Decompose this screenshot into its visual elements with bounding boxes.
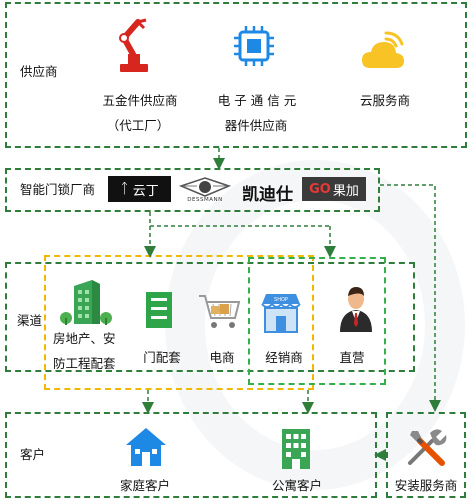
installer-label: 安装服务商 bbox=[394, 478, 458, 493]
supplier-electronics-label: 电 子 通 信 元 bbox=[217, 93, 297, 108]
guojia-prefix: GO bbox=[309, 181, 331, 197]
channel-realestate-label: 房地产、安 bbox=[53, 331, 116, 346]
robot-arm-icon bbox=[114, 16, 154, 74]
chip-icon bbox=[232, 24, 276, 68]
guojia-brand-text: 果加 bbox=[332, 183, 359, 199]
channel-dealer-label: 经销商 bbox=[265, 350, 303, 365]
yunding-logo: ᛏ 云丁 bbox=[108, 176, 171, 202]
supplier-section bbox=[5, 2, 467, 148]
cloud-icon bbox=[360, 30, 406, 72]
cart-icon bbox=[197, 292, 243, 332]
customer-apartment-label: 公寓客户 bbox=[271, 478, 323, 493]
kaidishi-brand-text: 凯迪仕 bbox=[242, 185, 293, 205]
apartment-icon bbox=[276, 425, 316, 471]
channel-realestate-sub: 防工程配套 bbox=[53, 356, 116, 371]
channel-ecommerce-label: 电商 bbox=[209, 350, 235, 365]
shop-sign-text: SHOP bbox=[274, 297, 288, 303]
supplier-hardware-sub: （代工厂） bbox=[106, 118, 170, 133]
guojia-logo: GO 果加 bbox=[302, 177, 366, 201]
building-icon bbox=[60, 278, 112, 328]
customer-label: 客户 bbox=[20, 447, 46, 462]
dessmann-brand-text: DESSMANN bbox=[187, 197, 223, 203]
channel-direct-label: 直营 bbox=[339, 350, 365, 365]
channel-label: 渠道 bbox=[17, 313, 43, 328]
lock-maker-section bbox=[5, 168, 380, 212]
yunding-brand-text: 云丁 bbox=[132, 183, 159, 199]
yunding-mark-icon: ᛏ bbox=[120, 181, 129, 197]
businessman-icon bbox=[336, 282, 376, 332]
supplier-hardware-label: 五金件供应商 bbox=[102, 93, 178, 108]
dessmann-logo: DESSMANN bbox=[177, 176, 233, 206]
installer-section bbox=[386, 412, 466, 498]
dessmann-emblem-icon bbox=[178, 177, 232, 197]
supplier-electronics-sub: 器件供应商 bbox=[224, 118, 288, 133]
yellow-channel-group bbox=[44, 255, 314, 390]
tools-icon bbox=[404, 425, 448, 469]
supplier-cloud-label: 云服务商 bbox=[359, 93, 411, 108]
door-icon bbox=[144, 290, 174, 330]
supplier-label: 供应商 bbox=[20, 64, 58, 79]
shop-icon: SHOP bbox=[258, 290, 304, 334]
channel-door-label: 门配套 bbox=[143, 350, 181, 365]
house-icon bbox=[124, 425, 168, 469]
lock-maker-label: 智能门锁厂商 bbox=[20, 182, 96, 197]
customer-home-label: 家庭客户 bbox=[119, 478, 171, 493]
